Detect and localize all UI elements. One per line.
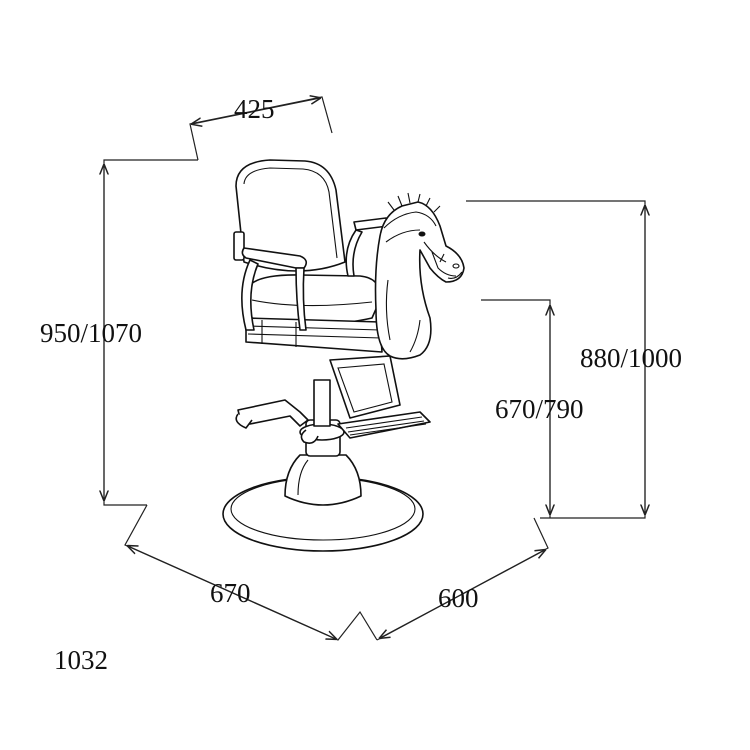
- horse-head: [374, 192, 465, 360]
- width-label: 425: [234, 94, 275, 124]
- chair-seat: [245, 274, 383, 353]
- front-panel: [329, 355, 431, 439]
- model-code-label: 1032: [54, 645, 108, 675]
- left-armrest: [241, 247, 308, 331]
- depth-right-label: 600: [438, 583, 479, 613]
- total-height-label: 950/1070: [40, 318, 143, 348]
- chair-column: [299, 379, 345, 457]
- seat-height-label: 670/790: [495, 394, 584, 424]
- footrest-grip: [345, 416, 427, 436]
- chair-base: [222, 454, 424, 552]
- depth-left-label: 670: [210, 578, 251, 608]
- chair-backrest: [233, 159, 346, 272]
- horse-height-label: 880/1000: [580, 343, 683, 373]
- right-armrest: [345, 217, 389, 277]
- foot-ring: [235, 399, 309, 429]
- dimension-lines: [104, 97, 645, 641]
